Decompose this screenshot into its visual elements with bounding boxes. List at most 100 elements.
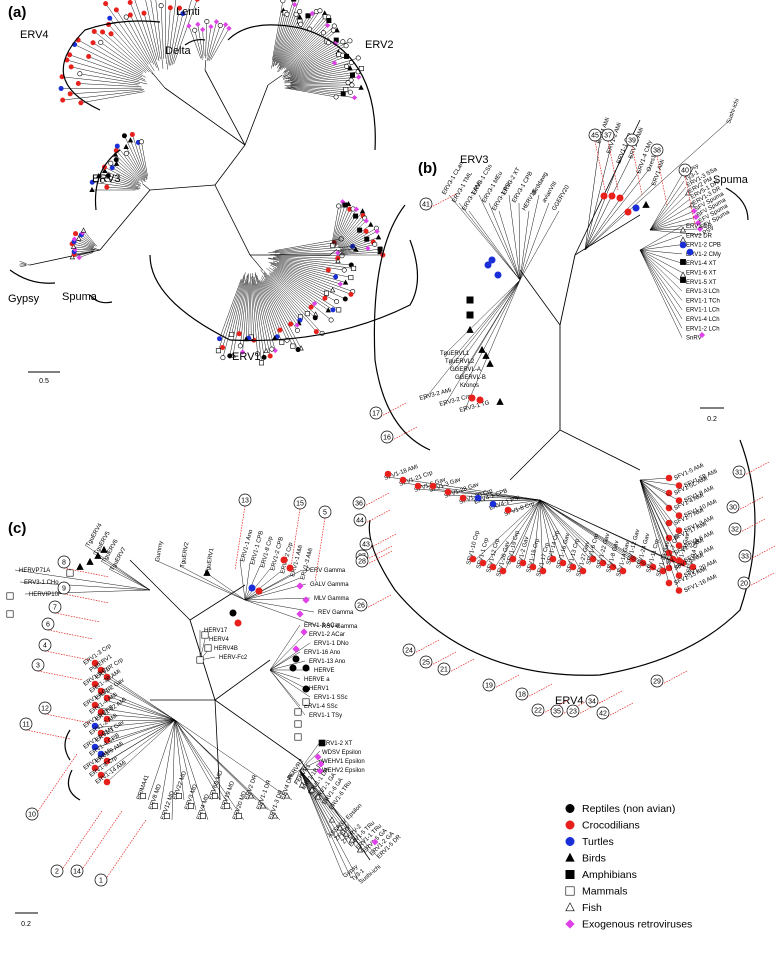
- b-right-fish3: [680, 272, 685, 277]
- erv4-branch: [93, 43, 142, 74]
- b-marker-erv4ami: [601, 193, 607, 199]
- c-circled-number: 11: [22, 721, 29, 728]
- erv4-tip-marker: [108, 16, 112, 20]
- erv1-tip-marker: [333, 275, 337, 279]
- spuma-branch: [75, 249, 95, 250]
- c-leader-line: [48, 630, 93, 639]
- erv2-tip-marker: [356, 75, 360, 79]
- c-left-open-marker: [140, 793, 145, 798]
- erv3-tip-marker: [139, 140, 143, 144]
- c-top-marker: [230, 610, 236, 616]
- c-top-taxon: TguERV2: [180, 541, 191, 568]
- b-circled-number: 25: [422, 659, 430, 666]
- erv2-tip-marker: [299, 22, 303, 26]
- erv2-branch: [284, 20, 328, 67]
- erv1-tip-marker: [349, 292, 353, 296]
- c-left-open-marker: [236, 813, 241, 818]
- c-top-branch: [155, 560, 245, 600]
- b-erv3-marker: [469, 395, 475, 401]
- erv4-branch: [161, 6, 164, 59]
- b-right-taxon: ERV1-2 LCh: [686, 326, 720, 332]
- gypsy-branch: [20, 266, 26, 267]
- erv1-right-tip-marker: [373, 242, 377, 246]
- c-bottom-amph: [319, 740, 325, 746]
- erv2-branch: [288, 87, 344, 93]
- c-top-marker: [295, 734, 301, 740]
- b-circled-number: 41: [422, 201, 430, 208]
- b-erv3-taxon: ERV3-1 TG: [459, 400, 491, 414]
- c-top-taxon: HERV-Fc2: [219, 655, 248, 661]
- b-erv3-marker: [477, 397, 483, 403]
- erv2-tip-marker: [306, 14, 310, 18]
- b-erv3-branch: [459, 203, 520, 280]
- b-circled-number: 43: [362, 541, 370, 548]
- erv4-tip-marker: [109, 32, 113, 36]
- c-top-branch: [240, 560, 245, 600]
- c-leader-line: [45, 714, 90, 723]
- erv3-tip-marker: [122, 134, 126, 138]
- b-right-taxon: ERV2 DR: [686, 233, 713, 239]
- b-erv3-marker: [497, 398, 503, 404]
- erv4-tip-marker: [124, 15, 128, 19]
- erv3-trunk: [142, 184, 150, 190]
- b-erv4l-marker: [475, 495, 481, 501]
- backbone-erv3: [150, 185, 215, 190]
- b-erv4l-marker: [470, 556, 476, 562]
- b-erv3-branch: [520, 211, 559, 280]
- c-top-taxon: GALV Gamma: [310, 582, 349, 588]
- clade-label-erv3: ERV3: [92, 173, 121, 185]
- erv4-branch: [80, 74, 140, 84]
- erv1-branch: [273, 268, 325, 298]
- erv1-right-tip-marker: [369, 222, 373, 226]
- erv1-right-branch: [341, 239, 367, 250]
- b-erv4l-marker: [460, 495, 466, 501]
- c-top-marker: [77, 563, 83, 569]
- erv1-tip-marker: [238, 344, 242, 348]
- erv4-tip-marker: [92, 29, 96, 33]
- c-top-marker: [67, 570, 73, 576]
- backbone-spuma: [100, 190, 150, 250]
- b-right-branch: [640, 250, 682, 291]
- lenti-tip-marker: [209, 24, 213, 28]
- c-leader-line: [45, 651, 90, 660]
- panel-b-letter: (b): [418, 160, 437, 177]
- clade-label-gypsy: Gypsy: [8, 293, 40, 305]
- erv4-branch: [63, 91, 143, 100]
- erv4-tip-marker: [128, 0, 132, 4]
- b-right-taxon: ERV1-3 LCh: [686, 289, 720, 295]
- b-branch-erv4-right: [560, 430, 640, 470]
- b-right-taxon: ERV1-1 LCh: [686, 308, 720, 314]
- c-circled-number: 4: [43, 642, 47, 649]
- b-right-taxon: ERV1-6 XT: [686, 271, 717, 277]
- erv1-tip-marker: [326, 308, 330, 312]
- b-erv4l-marker: [490, 501, 496, 507]
- legend-marker-0: [566, 804, 574, 812]
- erv1-tip-marker: [217, 337, 221, 341]
- c-left-open-marker: [164, 813, 169, 818]
- b-erv4l-marker: [490, 564, 496, 570]
- erv1-tip-marker: [324, 291, 328, 295]
- erv1-tip-marker: [337, 308, 341, 312]
- c-left-marker: [104, 779, 110, 785]
- c-top-taxon: PERV Gamma: [306, 568, 346, 574]
- lenti-tip-marker: [200, 27, 204, 31]
- erv1-branch: [273, 262, 340, 284]
- b-right-taxon: ERV1-2 CPB: [686, 243, 721, 249]
- b-circled-number: 39: [628, 137, 636, 144]
- b-erv4l-marker: [570, 564, 576, 570]
- b-circled-number: 16: [383, 434, 391, 441]
- clade-label-lenti: Lenti: [176, 6, 200, 18]
- b-circled-number: 23: [569, 708, 577, 715]
- c-top-marker: [295, 709, 301, 715]
- b-erv4r-marker: [666, 580, 672, 586]
- c-top-taxon: HERV1: [309, 686, 330, 692]
- c-top-marker: [287, 565, 293, 571]
- b-erv4l-marker: [445, 489, 451, 495]
- c-left-open-marker: [212, 793, 217, 798]
- erv1-right-tip-marker: [365, 237, 369, 241]
- erv4-tip-marker: [114, 8, 118, 12]
- erv3-tip-marker: [128, 138, 132, 142]
- erv1-tip-marker: [343, 297, 347, 301]
- c-leader-line: [32, 754, 77, 820]
